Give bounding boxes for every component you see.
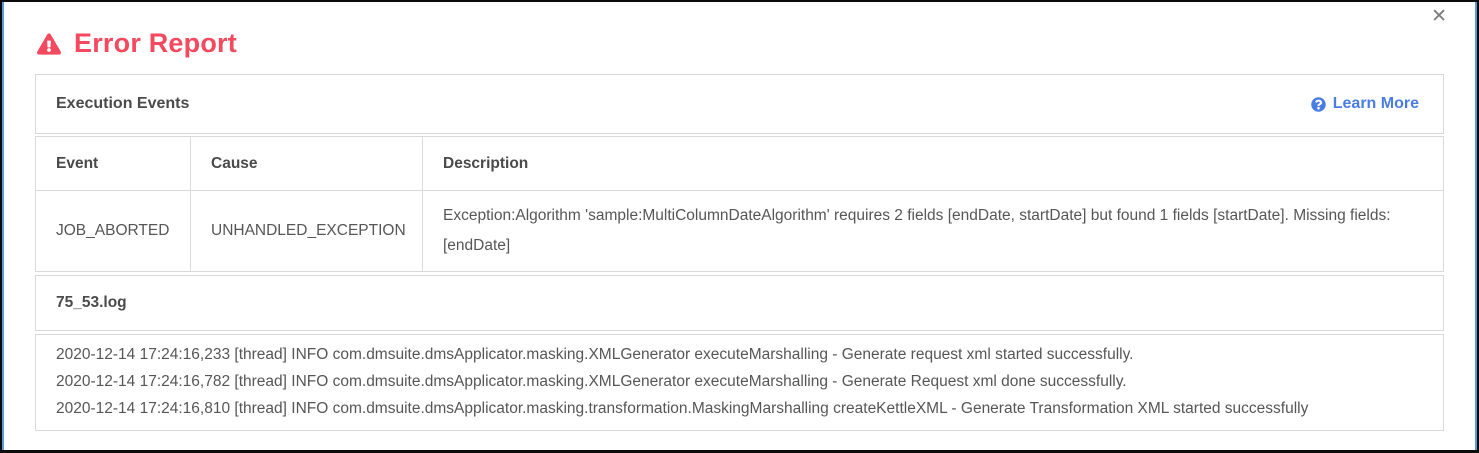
description-cell: Exception:Algorithm 'sample:MultiColumnD…: [443, 207, 1391, 254]
close-icon: ✕: [1431, 6, 1447, 27]
event-cell: JOB_ABORTED: [56, 222, 170, 239]
log-filename-panel: 75_53.log: [35, 275, 1444, 331]
learn-more-link[interactable]: Learn More: [1310, 95, 1419, 113]
question-circle-icon: [1310, 96, 1326, 112]
execution-events-table: Event Cause Description JOB_ABORTED UNHA…: [35, 136, 1444, 272]
column-header-description: Description: [443, 154, 529, 172]
cause-cell: UNHANDLED_EXCEPTION: [190, 191, 423, 271]
log-content-panel: 2020-12-14 17:24:16,233 [thread] INFO co…: [35, 334, 1444, 431]
modal-title-row: Error Report: [35, 28, 1444, 59]
close-button[interactable]: ✕: [1431, 7, 1447, 26]
page-title: Error Report: [74, 28, 237, 58]
execution-events-heading: Execution Events: [56, 95, 190, 112]
log-line: 2020-12-14 17:24:16,782 [thread] INFO co…: [56, 373, 1127, 390]
warning-triangle-icon: [37, 32, 61, 55]
column-header-cause: Cause: [190, 137, 423, 190]
execution-events-panel: Execution Events Learn More: [35, 74, 1444, 134]
learn-more-label: Learn More: [1332, 95, 1419, 112]
error-report-content: Error Report Execution Events Learn More…: [2, 2, 1477, 431]
log-filename: 75_53.log: [56, 294, 127, 311]
column-header-event: Event: [56, 154, 99, 172]
log-line: 2020-12-14 17:24:16,810 [thread] INFO co…: [56, 400, 1309, 417]
table-header-row: Event Cause Description: [36, 137, 1443, 191]
table-row: JOB_ABORTED UNHANDLED_EXCEPTION Exceptio…: [36, 191, 1443, 271]
log-line: 2020-12-14 17:24:16,233 [thread] INFO co…: [56, 346, 1134, 363]
